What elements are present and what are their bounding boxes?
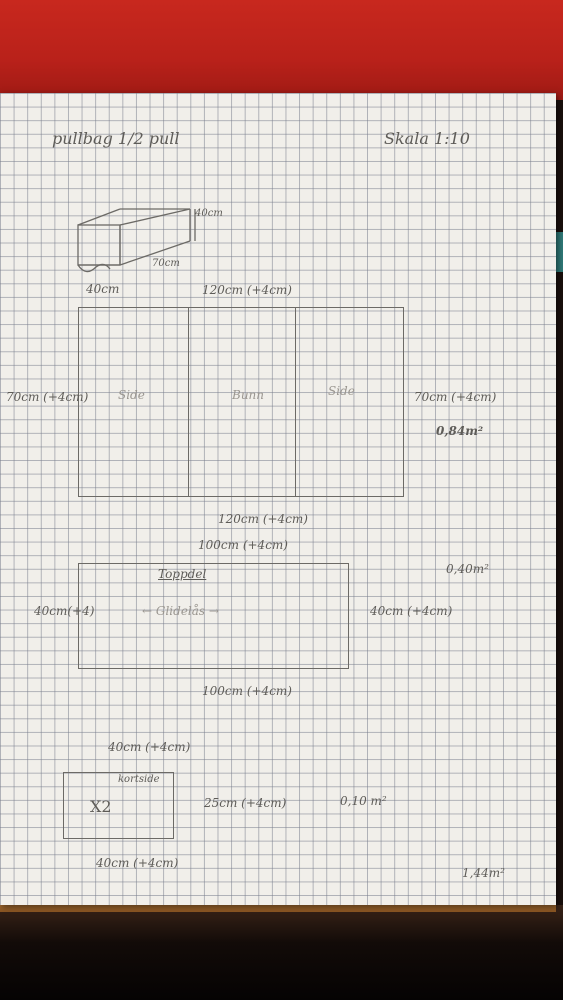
main-panel-section-side-right: Side (328, 384, 355, 398)
end-panel-bottom-label: 40cm (+4cm) (96, 856, 179, 870)
end-panel-area: 0,10 m² (340, 794, 387, 808)
top-panel-area: 0,40m² (446, 562, 489, 576)
main-panel-section-bottom: Bunn (232, 388, 265, 402)
end-panel-side-label: 25cm (+4cm) (204, 796, 287, 810)
main-panel-left-label: 70cm (+4cm) (6, 390, 89, 404)
main-panel-divider-1 (188, 307, 189, 497)
end-panel-top-label: 40cm (+4cm) (108, 740, 191, 754)
page-title: pullbag 1/2 pull (52, 129, 180, 148)
bag-sketch-drawing (77, 208, 196, 273)
main-panel-right-label: 70cm (+4cm) (414, 390, 497, 404)
dark-floor-background (0, 905, 563, 1000)
end-panel-count: X2 (90, 797, 112, 816)
main-panel-bottom-label: 120cm (+4cm) (218, 512, 308, 526)
top-panel-top-label: 100cm (+4cm) (198, 538, 288, 552)
main-panel-divider-2 (295, 307, 296, 497)
sketch-width-label: 40cm (86, 282, 120, 296)
sketch-depth-label: 70cm (152, 258, 180, 269)
red-cloth-background (0, 0, 563, 100)
top-panel-left-label: 40cm(+4) (34, 604, 95, 618)
sketch-height-label: 40cm (195, 208, 223, 219)
top-panel-bottom-label: 100cm (+4cm) (202, 684, 292, 698)
main-panel-section-side-left: Side (118, 388, 145, 402)
teal-tab-accent (555, 232, 563, 272)
main-panel-top-label: 120cm (+4cm) (202, 283, 292, 297)
total-area: 1,44m² (462, 866, 505, 880)
top-panel-outline (78, 563, 349, 669)
zipper-note: ← Glidelås → (142, 604, 219, 618)
top-panel-right-label: 40cm (+4cm) (370, 604, 453, 618)
scale-note: Skala 1:10 (384, 129, 470, 148)
main-panel-area: 0,84m² (436, 424, 484, 438)
top-panel-title: Toppdel (158, 567, 207, 581)
end-panel-outline (63, 772, 174, 839)
end-panel-title: kortside (118, 774, 160, 785)
graph-paper-sheet: pullbag 1/2 pull Skala 1:10 40cm 70cm 40… (0, 93, 556, 905)
main-panel-outline (78, 307, 404, 497)
